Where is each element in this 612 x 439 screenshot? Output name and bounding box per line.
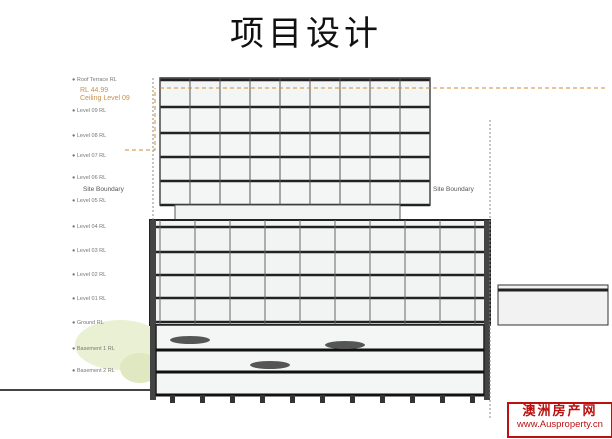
neighbour-street (497, 284, 609, 326)
rl-leader (125, 88, 156, 151)
pile (350, 395, 355, 403)
pile (470, 395, 475, 403)
car (325, 341, 365, 349)
level-label: ● Level 06 RL (72, 175, 107, 181)
pile (380, 395, 385, 403)
level-label: ● Level 02 RL (72, 272, 107, 278)
pile (290, 395, 295, 403)
watermark-url: www.Ausproperty.cn (517, 419, 603, 430)
upper-tower (159, 77, 431, 206)
pile (440, 395, 445, 403)
wall-left (150, 220, 156, 400)
pile (260, 395, 265, 403)
level-label: ● Ground RL (72, 320, 104, 326)
ceiling-level-label: Ceiling Level 09 (80, 95, 130, 102)
basement (155, 324, 485, 396)
pile (170, 395, 175, 403)
rl-value: RL 44.99 (80, 87, 109, 94)
slide-title: 项目设计 (230, 14, 382, 54)
pile (320, 395, 325, 403)
podium (149, 219, 491, 326)
pile (230, 395, 235, 403)
level-label: ● Level 05 RL (72, 198, 107, 204)
site-boundary-left: Site Boundary (83, 186, 124, 193)
level-label: ● Level 03 RL (72, 248, 107, 254)
level-label: ● Basement 2 RL (72, 368, 115, 374)
watermark-stamp: 澳洲房产网 www.Ausproperty.cn (507, 402, 612, 438)
watermark-cn: 澳洲房产网 (522, 404, 598, 419)
pile (410, 395, 415, 403)
car (170, 336, 210, 344)
level-label: ● Level 07 RL (72, 153, 107, 159)
site-boundary-right: Site Boundary (433, 186, 474, 193)
rl-annotation: RL 44.99 Ceiling Level 09 (80, 87, 130, 103)
wall-right (484, 220, 490, 400)
level-label: ● Roof Terrace RL (72, 77, 117, 83)
level-label: ● Level 04 RL (72, 224, 107, 230)
level-label: ● Level 08 RL (72, 133, 107, 139)
level-label: ● Basement 1 RL (72, 346, 115, 352)
car (250, 361, 290, 369)
pile (200, 395, 205, 403)
level-label: ● Level 01 RL (72, 296, 107, 302)
level-label: ● Level 09 RL (72, 108, 107, 114)
